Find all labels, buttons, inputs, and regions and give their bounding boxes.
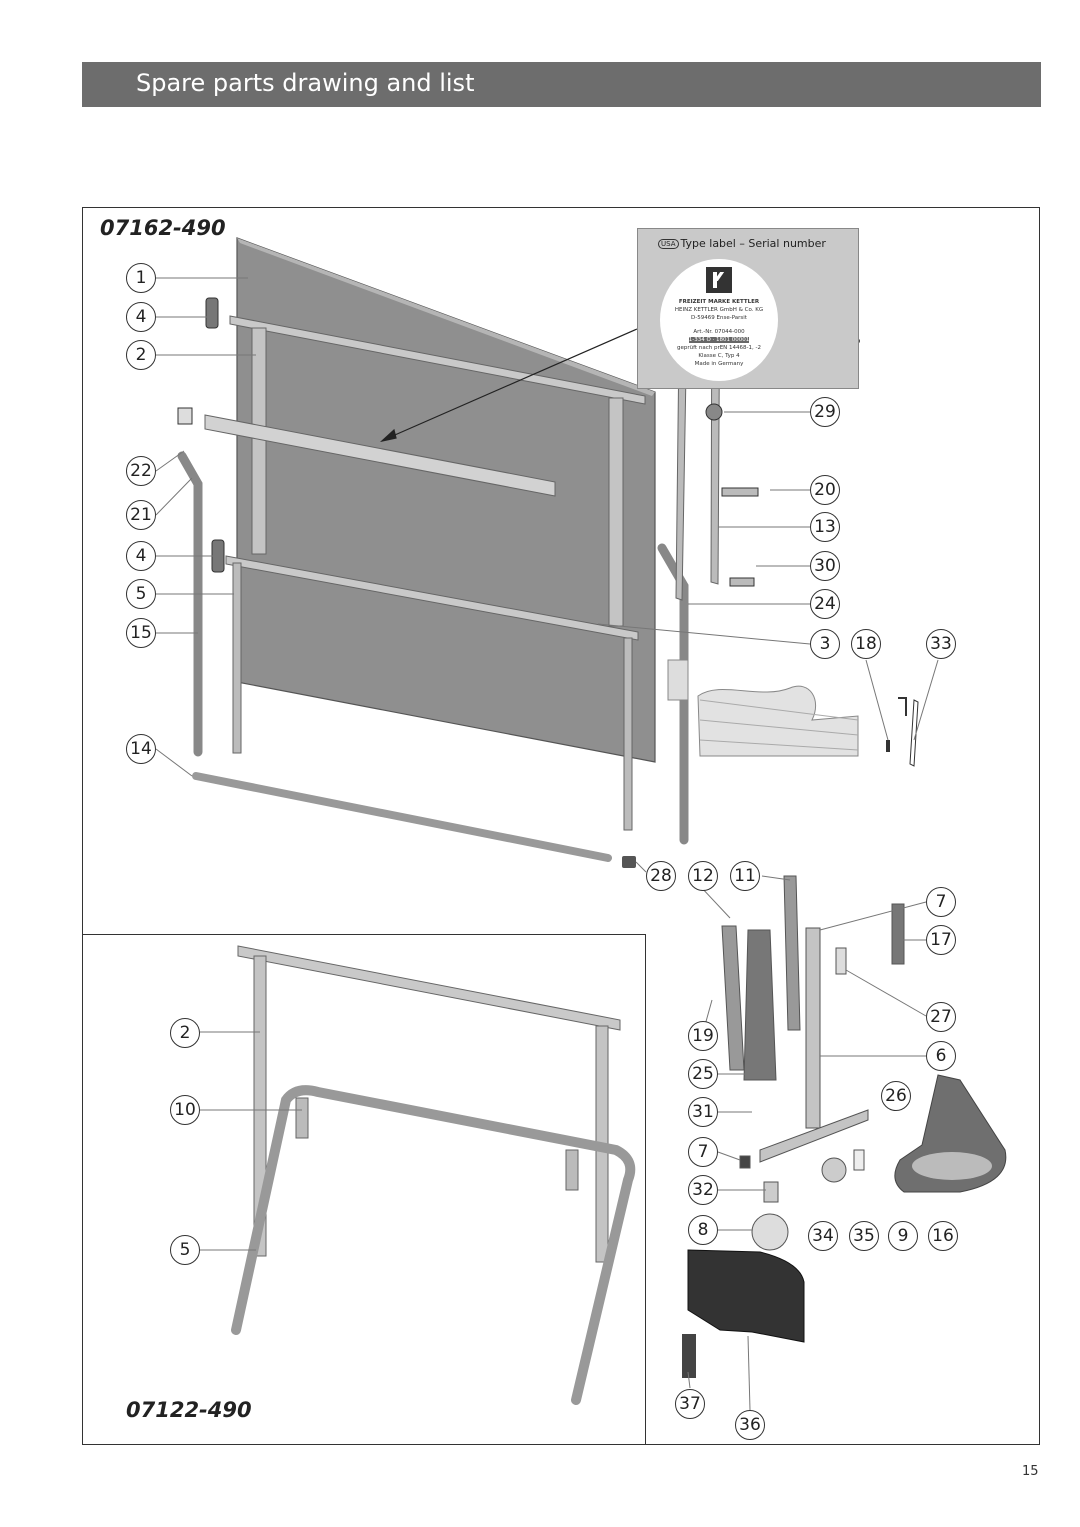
drawing-frame xyxy=(82,207,1040,1445)
lower-crossbar xyxy=(225,555,639,831)
net-post-bar xyxy=(204,414,556,497)
callout-22: 22 xyxy=(126,456,156,486)
label-line-4: Art.-Nr. 07044-000 xyxy=(693,329,745,335)
callout-28: 28 xyxy=(646,861,676,891)
callout-37: 37 xyxy=(675,1389,705,1419)
callout-21: 21 xyxy=(126,500,156,530)
callout-29: 29 xyxy=(810,397,840,427)
callout-25: 25 xyxy=(688,1059,718,1089)
label-line-8: Made in Germany xyxy=(694,361,744,367)
callout-2: 2 xyxy=(126,340,156,370)
header-bar: Spare parts drawing and list xyxy=(82,62,1041,107)
callout-32: 32 xyxy=(688,1175,718,1205)
callout-9: 9 xyxy=(888,1221,918,1251)
upper-crossbar xyxy=(229,315,646,627)
callout-17: 17 xyxy=(926,925,956,955)
callout-4-lower: 4 xyxy=(126,541,156,571)
callout-7: 7 xyxy=(926,887,956,917)
callout-36: 36 xyxy=(735,1410,765,1440)
lower-frame-drawing xyxy=(231,945,636,1405)
side-frame-parts xyxy=(721,875,905,1251)
callout-2-lower: 2 xyxy=(170,1018,200,1048)
callout-5: 5 xyxy=(126,579,156,609)
left-leg xyxy=(177,451,203,757)
model-number-top: 07162-490 xyxy=(100,216,226,240)
usa-badge: USA xyxy=(658,239,679,249)
small-hardware xyxy=(177,297,759,587)
label-line-2: HEINZ KETTLER GmbH & Co. KG xyxy=(674,307,764,313)
label-line-1: FREIZEIT MARKE KETTLER xyxy=(678,299,760,305)
net xyxy=(667,659,919,767)
sub-drawing-frame xyxy=(82,934,646,1445)
callout-19: 19 xyxy=(688,1021,718,1051)
callout-26: 26 xyxy=(881,1081,911,1111)
page-number: 15 xyxy=(1022,1464,1039,1479)
callout-18: 18 xyxy=(851,629,881,659)
callout-16: 16 xyxy=(928,1221,958,1251)
callout-1: 1 xyxy=(126,263,156,293)
callout-15: 15 xyxy=(126,618,156,648)
type-label-oval: FREIZEIT MARKE KETTLER HEINZ KETTLER Gmb… xyxy=(660,259,778,381)
model-number-bottom: 07122-490 xyxy=(126,1398,252,1422)
callout-5-lower: 5 xyxy=(170,1235,200,1265)
callout-11: 11 xyxy=(730,861,760,891)
callout-24: 24 xyxy=(810,589,840,619)
corner-protector xyxy=(682,1249,805,1378)
type-label-heading-text: Type label – Serial number xyxy=(680,237,826,250)
bottom-bar xyxy=(192,772,612,862)
callout-20: 20 xyxy=(810,475,840,505)
label-line-3: D-59469 Ense-Parsit xyxy=(691,315,747,321)
callout-10: 10 xyxy=(170,1095,200,1125)
kettler-logo-icon xyxy=(706,267,732,293)
label-line-6: geprüft nach prEN 14468-1, -2 xyxy=(676,345,762,351)
callout-35: 35 xyxy=(849,1221,879,1251)
callout-7-lower: 7 xyxy=(688,1137,718,1167)
label-line-7: Klasse C, Typ 4 xyxy=(698,353,740,359)
callout-3: 3 xyxy=(810,629,840,659)
callout-33: 33 xyxy=(926,629,956,659)
page-title: Spare parts drawing and list xyxy=(136,69,475,97)
callout-13: 13 xyxy=(810,512,840,542)
callout-34: 34 xyxy=(808,1221,838,1251)
end-cap xyxy=(622,856,636,868)
callout-12: 12 xyxy=(688,861,718,891)
callout-31: 31 xyxy=(688,1097,718,1127)
leg-foot xyxy=(894,1074,1007,1193)
callout-4: 4 xyxy=(126,302,156,332)
callout-27: 27 xyxy=(926,1002,956,1032)
callout-8: 8 xyxy=(688,1215,718,1245)
table-top-panel xyxy=(236,237,656,763)
callout-6: 6 xyxy=(926,1041,956,1071)
callout-14: 14 xyxy=(126,734,156,764)
serial-number: 1-334 O · 1801 00001 xyxy=(688,337,750,343)
label-line-serial: 1-334 O · 1801 00001 xyxy=(660,337,778,344)
leader-lines xyxy=(155,277,939,1411)
callout-30: 30 xyxy=(810,551,840,581)
